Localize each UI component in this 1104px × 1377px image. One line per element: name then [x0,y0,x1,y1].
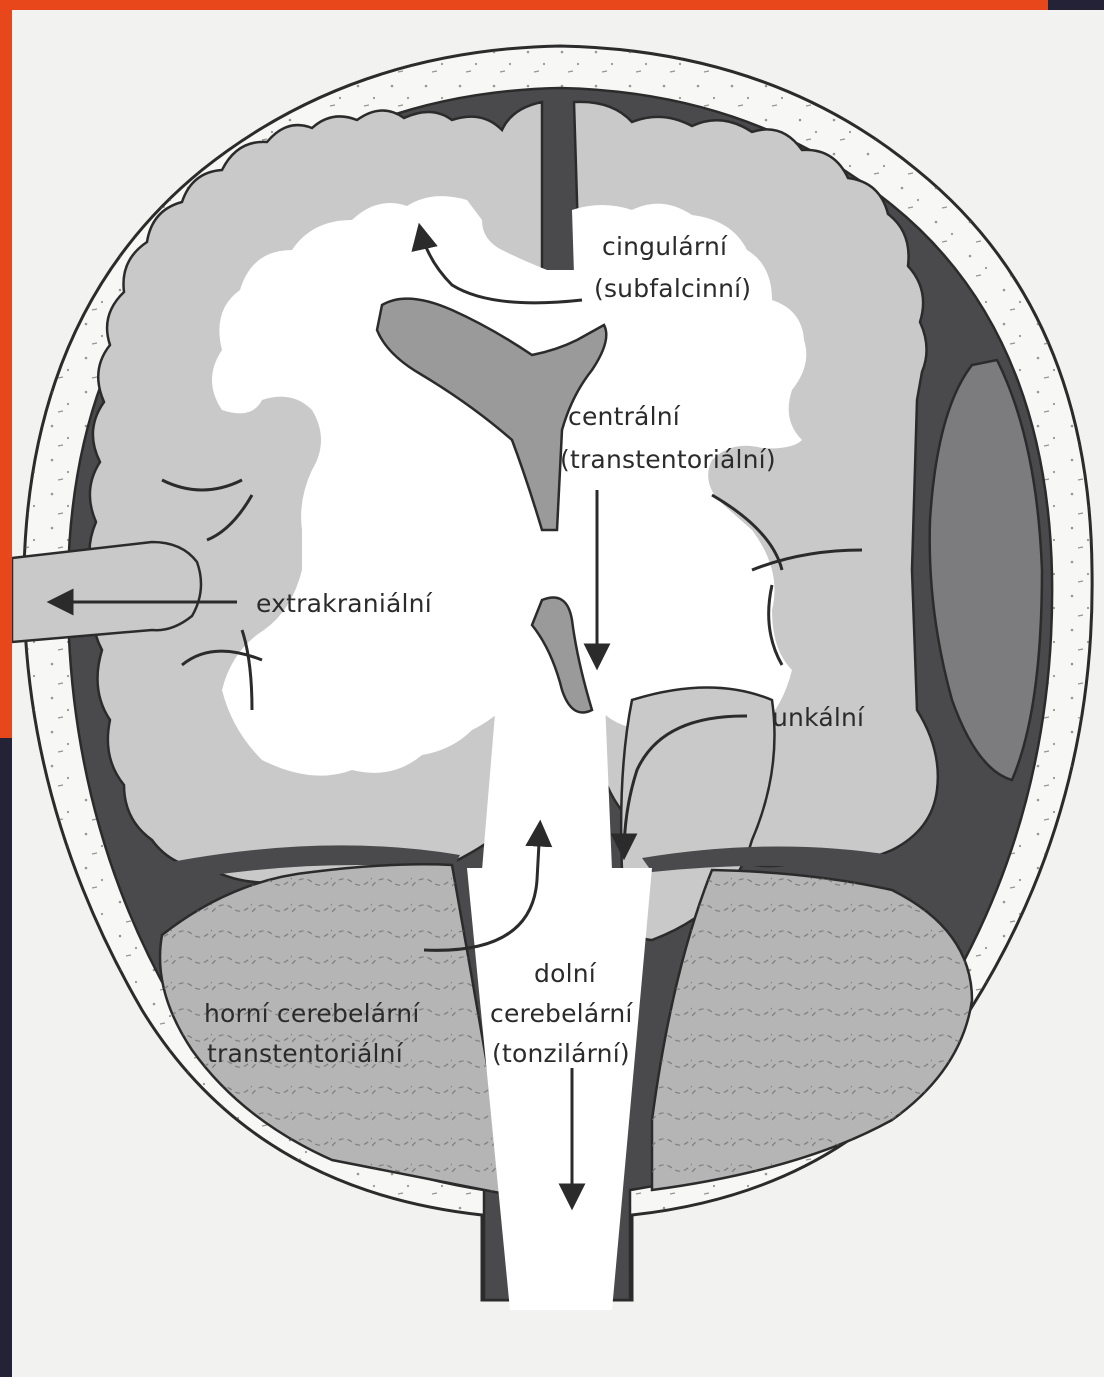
label-inferior-line1: dolní [534,959,597,988]
label-superior-line1: horní cerebelární [204,999,420,1028]
label-central-line1: centrální [568,402,681,431]
label-inferior-line2: cerebelární [490,999,633,1028]
label-superior-line2: transtentoriální [207,1039,404,1068]
label-cingulate-line2: (subfalcinní) [594,274,751,303]
brain-herniation-figure: cingulární (subfalcinní) centrální (tran… [12,10,1104,1377]
left-cerebellum-folia [160,864,510,1195]
label-extracranial: extrakraniální [256,589,433,618]
label-cingulate-line1: cingulární [602,232,728,261]
label-uncal: unkální [772,703,865,732]
right-cerebellum-folia [652,870,972,1190]
label-central-line2: (transtentoriální) [560,445,776,474]
brain-herniation-diagram: cingulární (subfalcinní) centrální (tran… [12,10,1104,1377]
label-inferior-line3: (tonzilární) [492,1039,630,1068]
extracranial-herniation [12,542,201,642]
